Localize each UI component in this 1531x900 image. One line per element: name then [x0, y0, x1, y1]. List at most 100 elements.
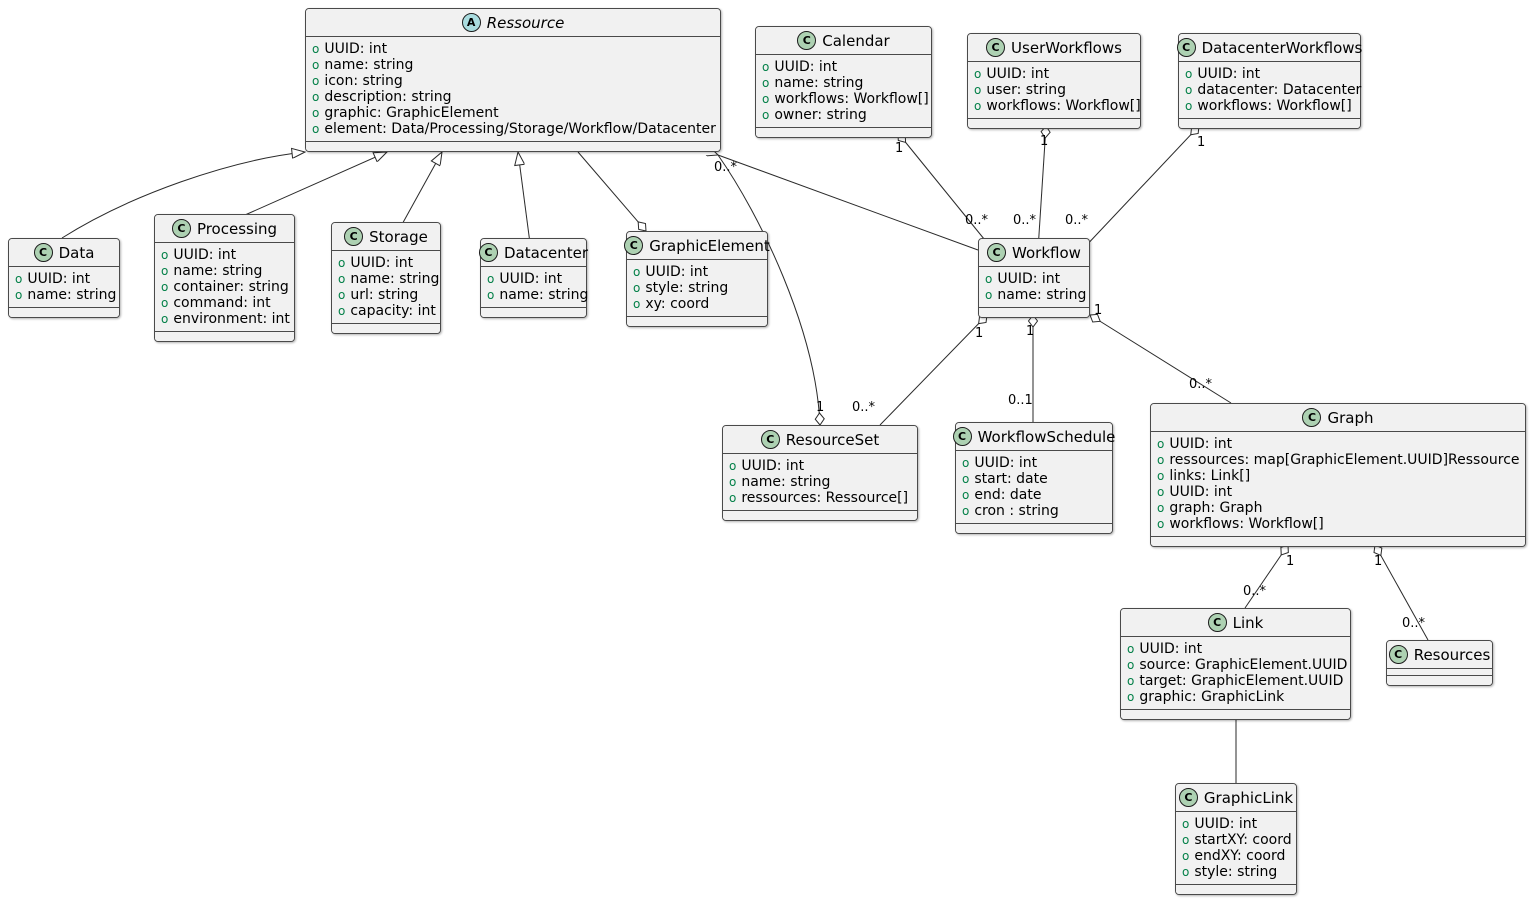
class-stereotype-icon: C	[1178, 788, 1198, 807]
multiplicity-label: 1	[895, 141, 904, 156]
visibility-public-icon: o	[487, 272, 495, 286]
class-footer	[1176, 884, 1296, 894]
visibility-public-icon: o	[729, 491, 737, 505]
class-name: DatacenterWorkflows	[1201, 38, 1363, 57]
class-footer	[723, 510, 917, 520]
multiplicity-label: 1	[1197, 135, 1206, 150]
multiplicity-label: 0..*	[1402, 616, 1426, 631]
visibility-public-icon: o	[161, 264, 169, 278]
class-name: Processing	[196, 219, 278, 238]
visibility-public-icon: o	[312, 106, 320, 120]
class-header: C Datacenter	[478, 239, 588, 267]
class-name: Storage	[369, 227, 428, 246]
class-header: C Graph	[1151, 404, 1525, 432]
visibility-public-icon: o	[762, 108, 770, 122]
visibility-public-icon: o	[1157, 485, 1165, 499]
class-footer	[627, 316, 767, 326]
class-name: ResourceSet	[785, 430, 880, 449]
visibility-public-icon: o	[1185, 99, 1193, 113]
visibility-public-icon: o	[312, 74, 320, 88]
visibility-public-icon: o	[1157, 501, 1165, 515]
visibility-public-icon: o	[338, 272, 346, 286]
edge-workflow-resourceset	[879, 314, 988, 426]
multiplicity-label: 0..1	[1008, 393, 1033, 408]
class-header: C Data	[9, 239, 119, 267]
visibility-public-icon: o	[985, 288, 993, 302]
multiplicity-label: 1	[1374, 554, 1383, 569]
visibility-public-icon: o	[312, 42, 320, 56]
class-header: C GraphicLink	[1176, 784, 1296, 812]
class-footer	[1179, 118, 1360, 128]
class-stereotype-icon: C	[624, 236, 644, 255]
class-header: C Link	[1121, 609, 1350, 637]
visibility-public-icon: o	[1182, 849, 1190, 863]
visibility-public-icon: o	[962, 504, 970, 518]
class-header: C Resources	[1387, 641, 1492, 669]
class-name: Graph	[1327, 408, 1374, 427]
class-footer	[956, 523, 1112, 533]
class-header: C GraphicElement	[624, 232, 770, 260]
multiplicity-label: 1	[1040, 134, 1049, 149]
visibility-public-icon: o	[161, 280, 169, 294]
visibility-public-icon: o	[762, 60, 770, 74]
visibility-public-icon: o	[1182, 833, 1190, 847]
class-header: C WorkflowSchedule	[952, 423, 1115, 451]
visibility-public-icon: o	[312, 58, 320, 72]
edge-storage-ressource	[399, 152, 442, 229]
class-header: A Ressource	[306, 9, 720, 37]
edge-datacenterworkflows-workflow	[1081, 125, 1200, 251]
visibility-public-icon: o	[762, 92, 770, 106]
multiplicity-label: 1	[1286, 554, 1295, 569]
visibility-public-icon: o	[1127, 690, 1135, 704]
class-resources[interactable]: C Resources	[1386, 640, 1493, 686]
class-footer	[1151, 536, 1525, 546]
multiplicity-label: 0..*	[852, 400, 876, 415]
class-name: Data	[58, 243, 95, 262]
class-footer	[481, 307, 586, 317]
abstract-stereotype-icon: A	[461, 13, 481, 32]
class-name: WorkflowSchedule	[977, 427, 1116, 446]
visibility-public-icon: o	[487, 288, 495, 302]
class-name: GraphicElement	[649, 236, 770, 255]
